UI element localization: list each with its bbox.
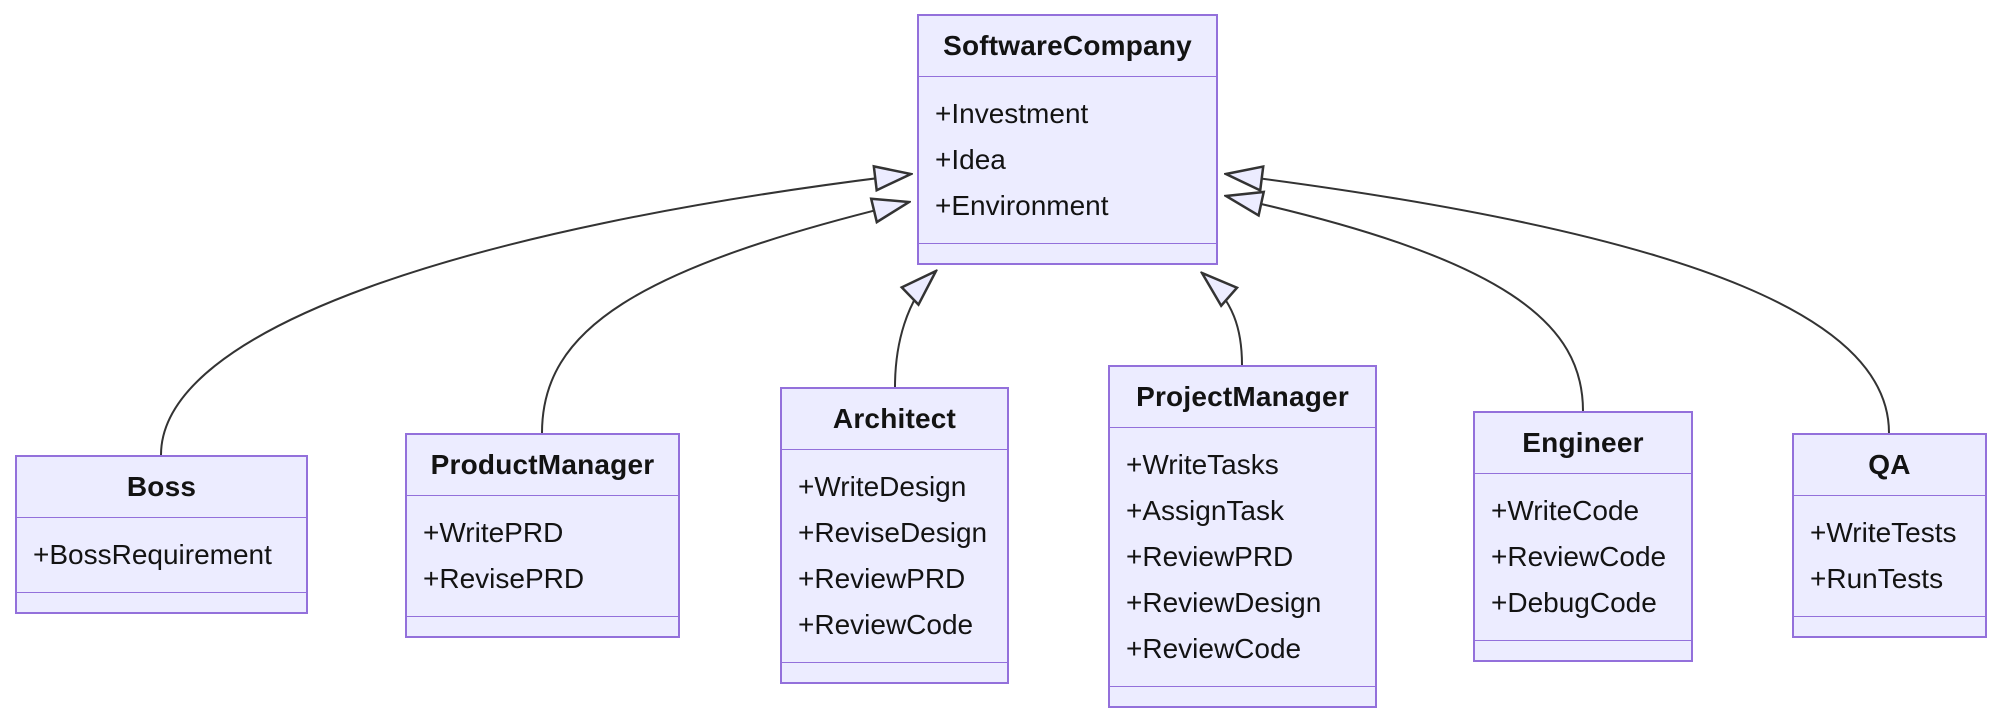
class-member: +BossRequirement <box>33 539 272 570</box>
class-member: +RevisePRD <box>423 563 585 594</box>
class-methods-compartment <box>1794 617 1985 636</box>
class-member: +Investment <box>935 98 1089 129</box>
class-methods-compartment <box>1475 641 1691 660</box>
class-title-architect: Architect <box>782 389 1007 450</box>
class-members-boss: +BossRequirement <box>17 518 306 593</box>
class-members-productmanager: +WritePRD +RevisePRD <box>407 496 678 617</box>
class-title-engineer: Engineer <box>1475 413 1691 474</box>
class-engineer: Engineer +WriteCode +ReviewCode +DebugCo… <box>1473 411 1693 662</box>
class-boss: Boss +BossRequirement <box>15 455 308 614</box>
class-title-boss: Boss <box>17 457 306 518</box>
class-member: +AssignTask <box>1126 495 1284 526</box>
class-member: +WriteCode <box>1491 495 1640 526</box>
class-methods-compartment <box>1110 687 1375 706</box>
class-member: +Idea <box>935 144 1006 175</box>
class-members-projectmanager: +WriteTasks +AssignTask +ReviewPRD +Revi… <box>1110 428 1375 687</box>
class-softwarecompany: SoftwareCompany +Investment +Idea +Envir… <box>917 14 1218 265</box>
class-title-projectmanager: ProjectManager <box>1110 367 1375 428</box>
class-member: +ReviewCode <box>1126 633 1302 664</box>
class-projectmanager: ProjectManager +WriteTasks +AssignTask +… <box>1108 365 1377 708</box>
class-member: +Environment <box>935 190 1109 221</box>
class-member: +ReviewDesign <box>1126 587 1322 618</box>
class-title-qa: QA <box>1794 435 1985 496</box>
class-member: +DebugCode <box>1491 587 1657 618</box>
class-member: +WriteDesign <box>798 471 967 502</box>
class-member: +ReviseDesign <box>798 517 988 548</box>
class-productmanager: ProductManager +WritePRD +RevisePRD <box>405 433 680 638</box>
edge-architect-to-softwarecompany <box>894 271 936 388</box>
edge-projectmanager-to-softwarecompany <box>1202 273 1243 366</box>
class-architect: Architect +WriteDesign +ReviseDesign +Re… <box>780 387 1009 684</box>
class-member: +ReviewCode <box>798 609 974 640</box>
class-methods-compartment <box>407 617 678 636</box>
class-member: +WritePRD <box>423 517 564 548</box>
class-members-architect: +WriteDesign +ReviseDesign +ReviewPRD +R… <box>782 450 1007 663</box>
class-member: +RunTests <box>1810 563 1944 594</box>
class-members-qa: +WriteTests +RunTests <box>1794 496 1985 617</box>
class-member: +ReviewPRD <box>798 563 966 594</box>
class-methods-compartment <box>782 663 1007 682</box>
class-title-productmanager: ProductManager <box>407 435 678 496</box>
class-member: +WriteTasks <box>1126 449 1279 480</box>
class-members-engineer: +WriteCode +ReviewCode +DebugCode <box>1475 474 1691 641</box>
class-members-softwarecompany: +Investment +Idea +Environment <box>919 77 1216 244</box>
class-methods-compartment <box>17 593 306 612</box>
class-methods-compartment <box>919 244 1216 263</box>
class-title-softwarecompany: SoftwareCompany <box>919 16 1216 77</box>
class-member: +ReviewPRD <box>1126 541 1294 572</box>
class-member: +ReviewCode <box>1491 541 1667 572</box>
class-qa: QA +WriteTests +RunTests <box>1792 433 1987 638</box>
class-member: +WriteTests <box>1810 517 1957 548</box>
